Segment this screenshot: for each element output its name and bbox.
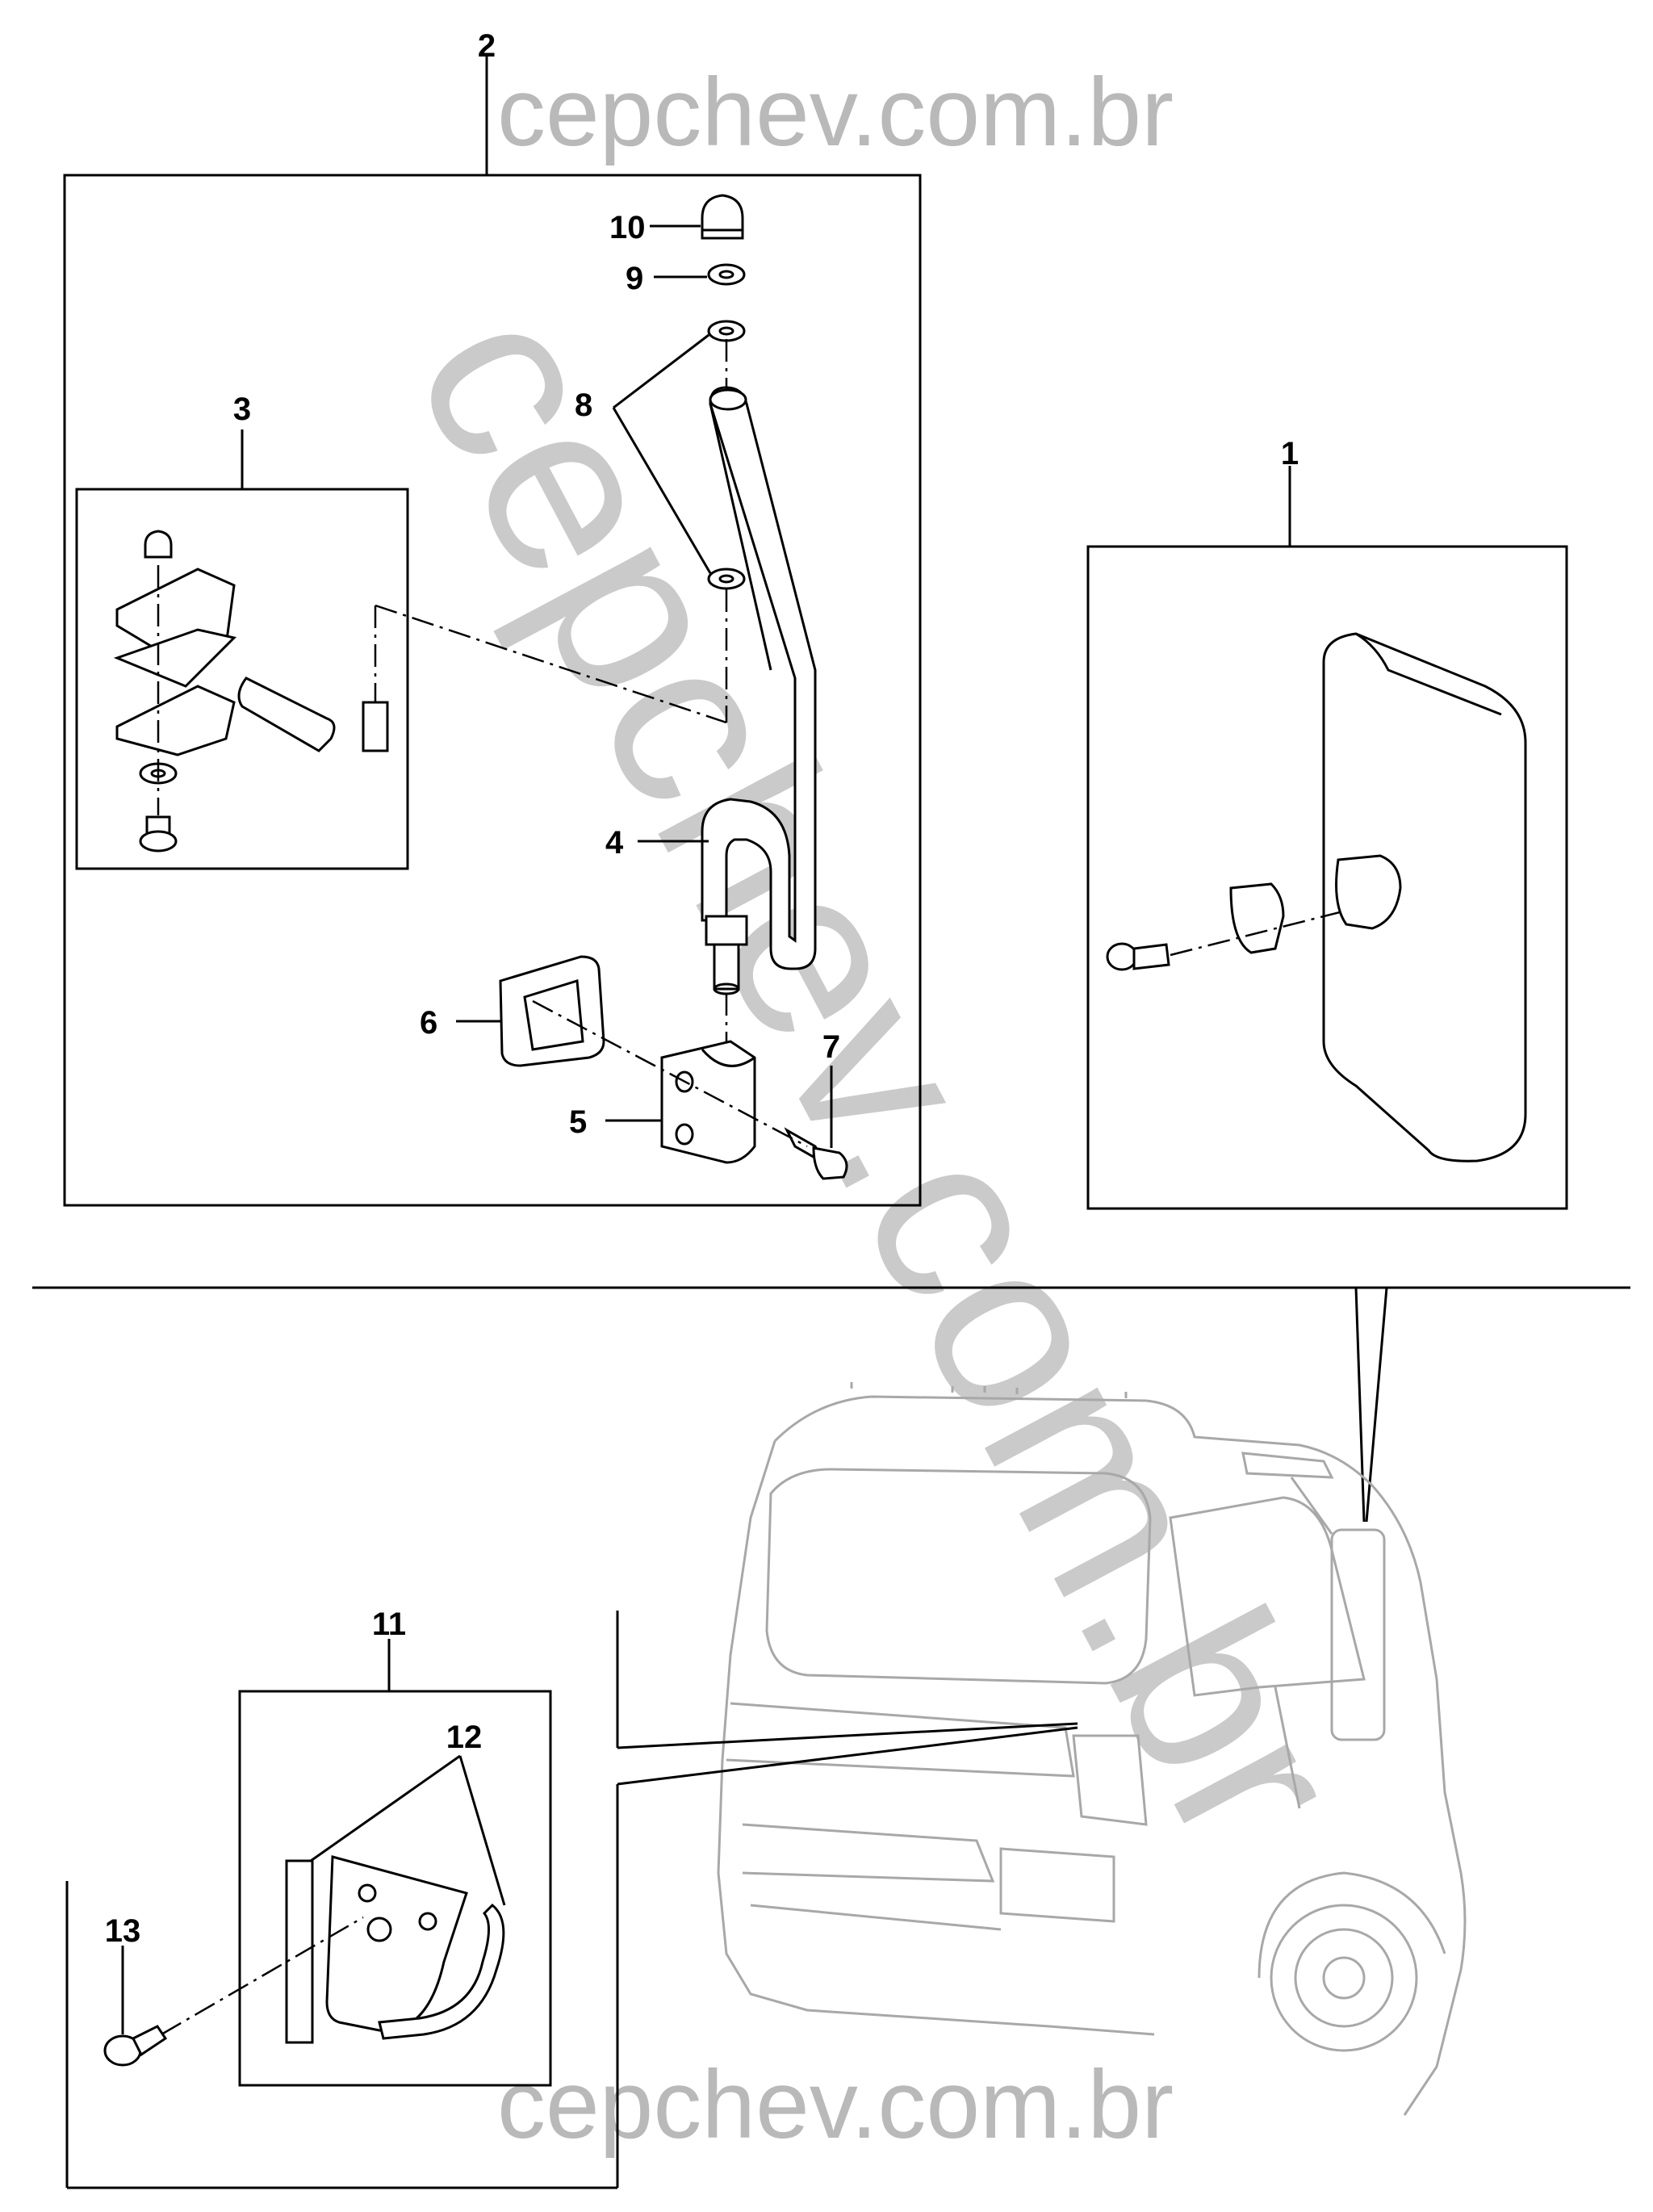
- callout-10: 10: [609, 210, 646, 245]
- part-5-bracket: 5: [569, 1040, 756, 1164]
- leader-box1-a: [1354, 1287, 1366, 1523]
- centerline-clamp-arm: [375, 604, 727, 724]
- callout-8: 8: [575, 388, 592, 423]
- truck-illustration: [717, 1382, 1467, 2116]
- part-6-gasket: 6: [420, 955, 605, 1067]
- assembly-box-11: 11 12: [238, 1607, 552, 2087]
- callout-12: 12: [446, 1720, 483, 1755]
- assembly-box-2: 2: [63, 28, 922, 1207]
- callout-6: 6: [420, 1005, 437, 1041]
- callout-7: 7: [822, 1029, 840, 1065]
- part-4-mirror-arm: 4: [605, 339, 817, 1049]
- callout-5: 5: [569, 1104, 587, 1140]
- leader-box1-b: [1365, 1287, 1388, 1523]
- callout-4: 4: [605, 825, 624, 861]
- centerline-gasket-bolt: [532, 999, 808, 1148]
- watermark-diagonal: cepchev.com.br: [363, 264, 1398, 1886]
- mirror-head: [1322, 632, 1527, 1163]
- callout-9: 9: [626, 261, 643, 296]
- callout-11: 11: [372, 1607, 406, 1642]
- assembly-box-1: 1: [1086, 436, 1568, 1210]
- part-7-bolt: 7: [784, 1029, 848, 1180]
- callout-13: 13: [105, 1913, 141, 1949]
- leader-truck-a: [617, 1722, 1078, 1749]
- watermark-bottom: cepchev.com.br: [497, 2051, 1174, 2159]
- leader-truck-b: [617, 1726, 1078, 1786]
- callout-3: 3: [233, 392, 251, 427]
- assembly-box-3: 3: [75, 392, 409, 870]
- part-9-washer: 9: [626, 261, 746, 296]
- watermark-top: cepchev.com.br: [497, 58, 1174, 166]
- part-13-bolt: 13: [103, 1913, 364, 2067]
- callout-2: 2: [478, 28, 496, 64]
- callout-1: 1: [1281, 436, 1299, 471]
- part-10-acorn-nut: 10: [609, 194, 744, 245]
